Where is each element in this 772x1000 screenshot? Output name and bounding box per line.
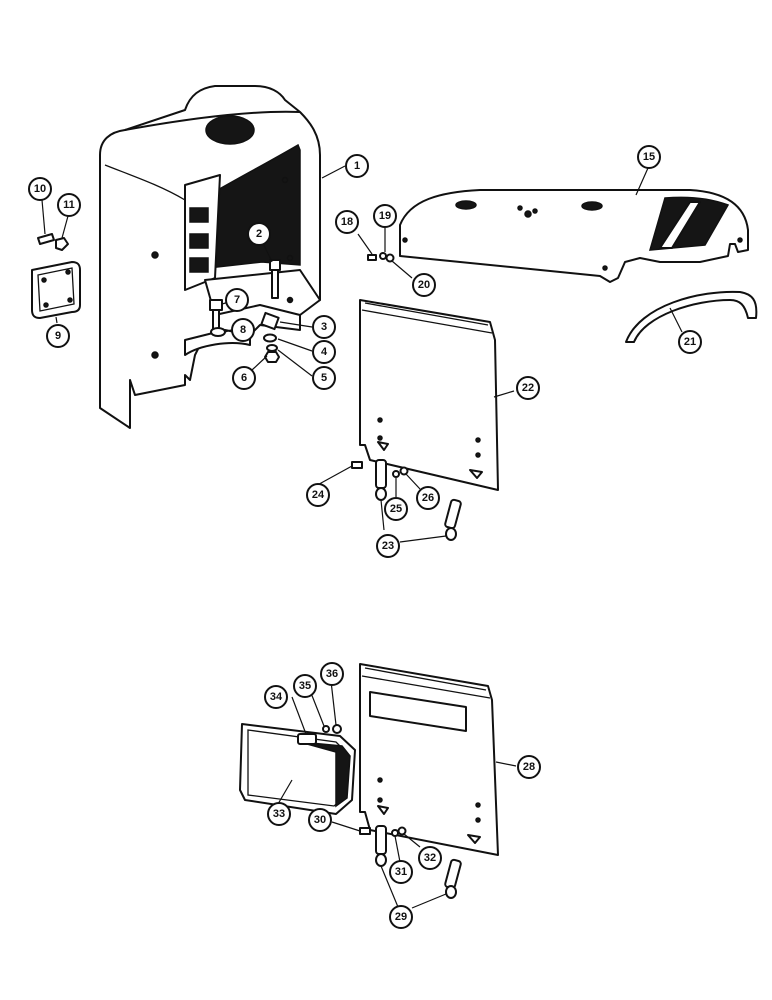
bracket-34 — [297, 733, 317, 745]
callout-31: 31 — [389, 860, 413, 884]
svg-text:20: 20 — [418, 279, 430, 291]
callout-7: 7 — [225, 288, 249, 312]
washer-4 — [263, 333, 277, 343]
bolt-2 — [269, 259, 281, 299]
svg-text:21: 21 — [684, 336, 696, 348]
callout-5: 5 — [312, 366, 336, 390]
callout-8: 8 — [231, 318, 255, 342]
svg-text:30: 30 — [314, 814, 326, 826]
callout-28: 28 — [517, 755, 541, 779]
callout-22: 22 — [516, 376, 540, 400]
callout-24: 24 — [306, 483, 330, 507]
callout-9: 9 — [46, 324, 70, 348]
svg-text:9: 9 — [55, 330, 61, 342]
svg-text:23: 23 — [382, 540, 394, 552]
side-panel-22 — [359, 299, 499, 491]
callout-4: 4 — [312, 340, 336, 364]
svg-text:11: 11 — [63, 199, 75, 211]
callout-11: 11 — [57, 193, 81, 217]
svg-text:35: 35 — [299, 680, 311, 692]
svg-text:25: 25 — [390, 503, 402, 515]
callout-25: 25 — [384, 497, 408, 521]
callout-33: 33 — [267, 802, 291, 826]
latch-29b — [444, 858, 462, 899]
washer-19 — [379, 252, 387, 260]
washer-8 — [210, 327, 226, 337]
screw-30 — [359, 827, 371, 835]
housing-shell — [99, 85, 321, 429]
latch-23a — [375, 459, 387, 501]
svg-text:5: 5 — [321, 372, 327, 384]
callout-19: 19 — [373, 204, 397, 228]
latch-29a — [375, 825, 387, 867]
svg-text:36: 36 — [326, 668, 338, 680]
nut-26 — [399, 466, 409, 476]
svg-text:26: 26 — [422, 492, 434, 504]
washer-25 — [392, 470, 400, 478]
washer-35 — [322, 725, 330, 733]
callout-2: 2 — [247, 222, 271, 246]
nut-20 — [385, 253, 395, 263]
svg-text:1: 1 — [354, 160, 360, 172]
latch-23b — [444, 498, 462, 541]
callout-3: 3 — [312, 315, 336, 339]
svg-text:4: 4 — [321, 346, 328, 358]
svg-text:7: 7 — [234, 294, 240, 306]
nut-11 — [55, 237, 69, 251]
arc-strip-21 — [625, 290, 758, 343]
washer-5 — [266, 344, 278, 352]
svg-text:31: 31 — [395, 866, 407, 878]
svg-text:19: 19 — [379, 210, 391, 222]
screw-18 — [367, 254, 377, 261]
callout-29: 29 — [389, 905, 413, 929]
svg-text:29: 29 — [395, 911, 407, 923]
svg-text:32: 32 — [424, 852, 436, 864]
callout-20: 20 — [412, 273, 436, 297]
callout-18: 18 — [335, 210, 359, 234]
svg-text:22: 22 — [522, 382, 534, 394]
callout-10: 10 — [28, 177, 52, 201]
svg-text:28: 28 — [523, 761, 535, 773]
callout-30: 30 — [308, 808, 332, 832]
callout-21: 21 — [678, 330, 702, 354]
callout-32: 32 — [418, 846, 442, 870]
screw-24 — [351, 461, 363, 469]
svg-text:6: 6 — [241, 372, 247, 384]
nut-6 — [264, 351, 280, 363]
nut-32 — [397, 826, 407, 836]
nut-36 — [332, 724, 342, 734]
callout-1: 1 — [345, 154, 369, 178]
callout-36: 36 — [320, 662, 344, 686]
cover-plate-9 — [31, 261, 81, 319]
tray-33 — [239, 723, 356, 815]
svg-text:18: 18 — [341, 216, 353, 228]
screw-10 — [37, 233, 55, 245]
callout-23: 23 — [376, 534, 400, 558]
callout-34: 34 — [264, 685, 288, 709]
svg-text:34: 34 — [270, 691, 283, 703]
washer-31 — [391, 829, 399, 837]
callout-26: 26 — [416, 486, 440, 510]
svg-text:2: 2 — [256, 228, 262, 240]
callout-15: 15 — [637, 145, 661, 169]
svg-text:10: 10 — [34, 183, 46, 195]
svg-text:15: 15 — [643, 151, 655, 163]
callout-35: 35 — [293, 674, 317, 698]
svg-text:24: 24 — [312, 489, 325, 501]
callout-6: 6 — [232, 366, 256, 390]
hood-panel-15 — [399, 189, 749, 283]
svg-text:3: 3 — [321, 321, 327, 333]
svg-text:33: 33 — [273, 808, 285, 820]
side-panel-28 — [359, 663, 499, 856]
plate-3 — [260, 311, 280, 331]
svg-text:8: 8 — [240, 324, 246, 336]
